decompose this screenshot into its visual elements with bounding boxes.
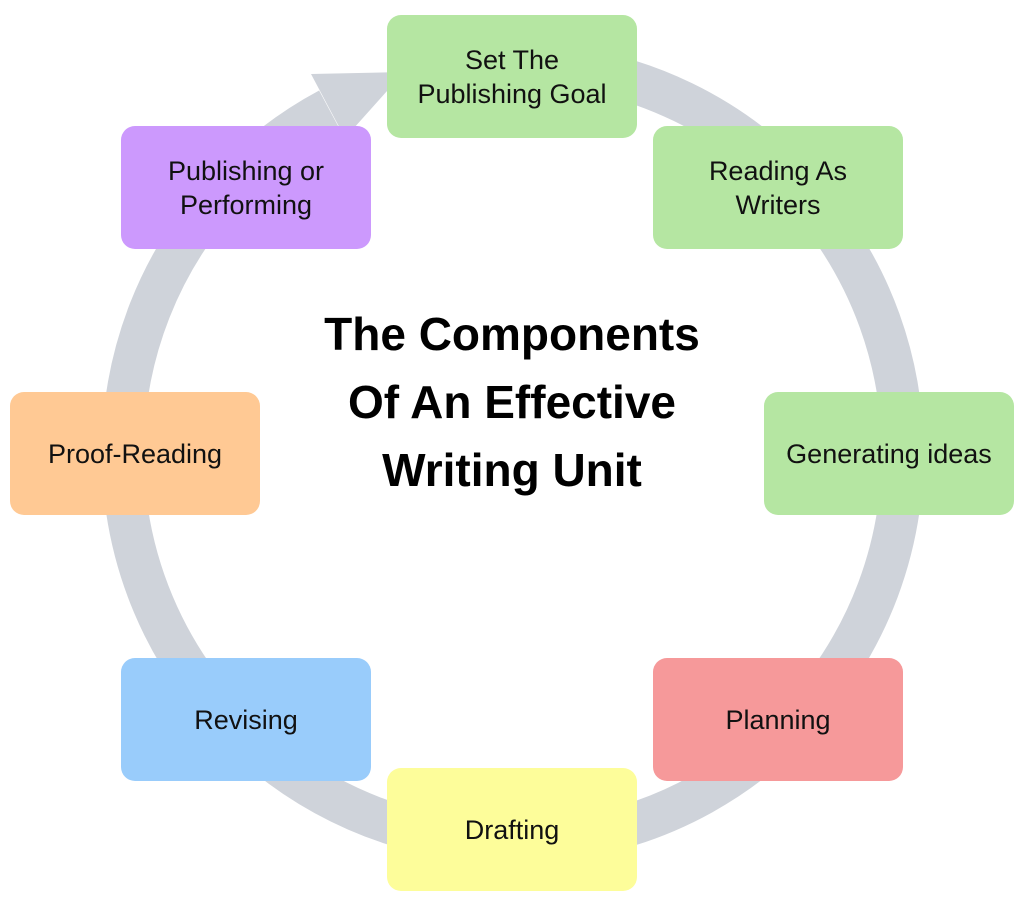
diagram-title: The Components Of An Effective Writing U… [324, 308, 700, 496]
step-generating-ideas: Generating ideas [764, 392, 1014, 515]
step-set-publishing-goal: Set The Publishing Goal [387, 15, 637, 138]
step-revising: Revising [121, 658, 371, 781]
step-publishing-or-performing: Publishing or Performing [121, 126, 371, 249]
cycle-arrowhead [311, 72, 404, 138]
step-planning: Planning [653, 658, 903, 781]
step-proof-reading: Proof-Reading [10, 392, 260, 515]
step-reading-as-writers: Reading As Writers [653, 126, 903, 249]
step-drafting: Drafting [387, 768, 637, 891]
